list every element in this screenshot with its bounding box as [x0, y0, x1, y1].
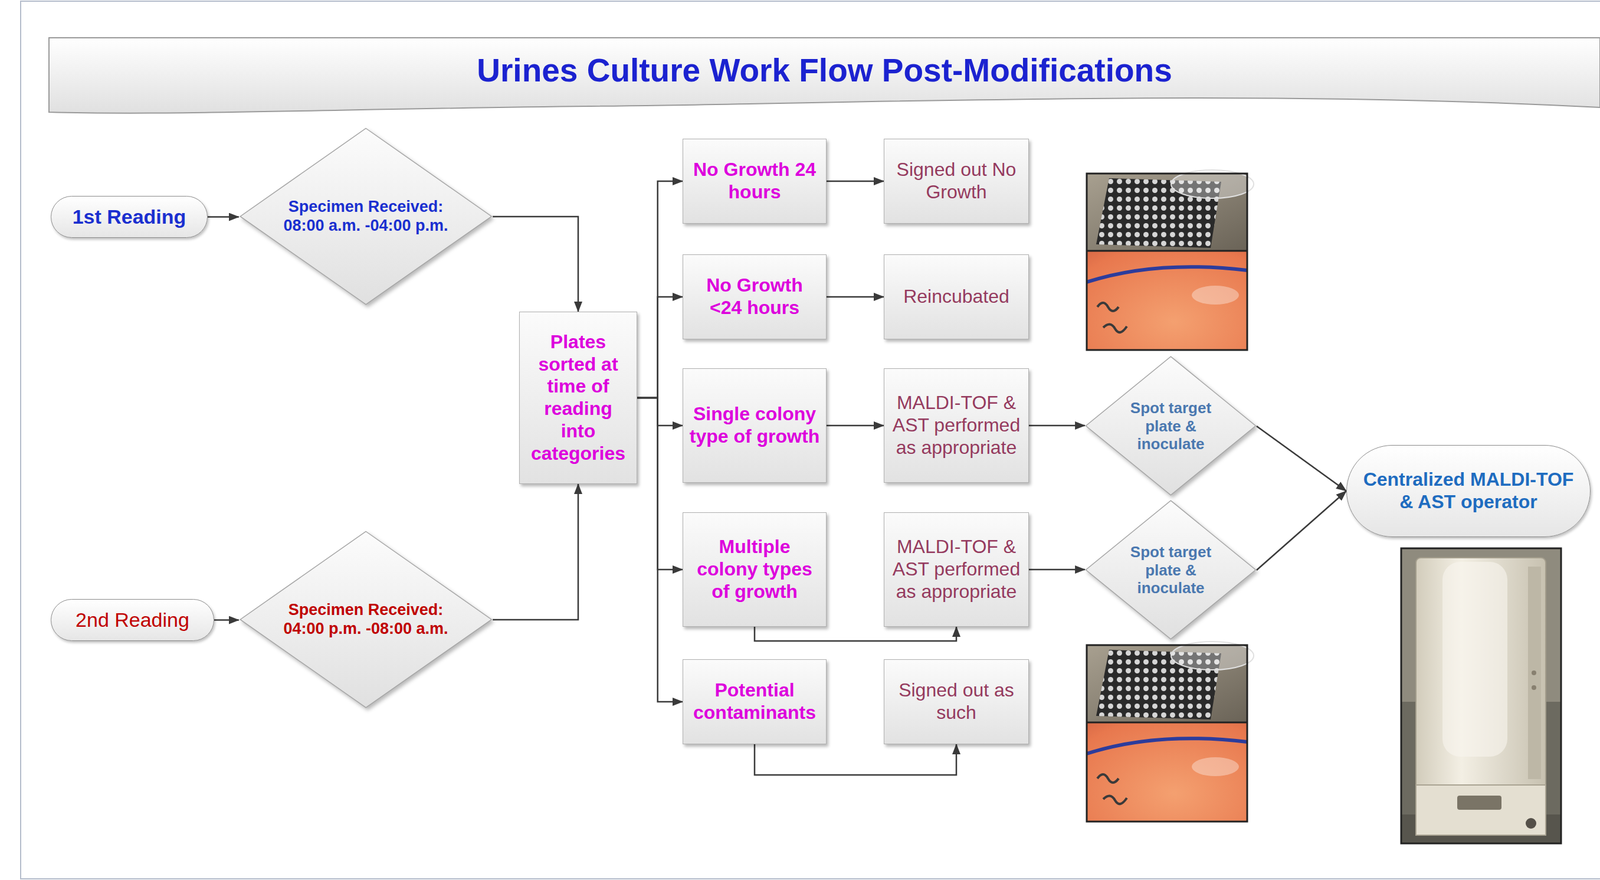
node-text: No Growth <24 hours [688, 274, 821, 320]
category-box: Potential contaminants [682, 658, 827, 744]
node-text: Spot target plate & inoculate [1123, 542, 1218, 598]
flow-arrow [637, 181, 683, 398]
start-pill: 1st Reading [50, 195, 208, 238]
page-frame [20, 1, 1600, 879]
category-box: Single colony type of growth [682, 368, 827, 483]
node-text: Signed out as such [889, 679, 1024, 724]
node-text: Specimen Received: 08:00 a.m. -04:00 p.m… [277, 197, 455, 236]
flow-arrow [637, 296, 683, 398]
action-box: Signed out No Growth [883, 138, 1029, 224]
flow-arrow [492, 483, 579, 620]
node-text: Specimen Received: 04:00 p.m. -08:00 a.m… [277, 600, 455, 639]
node-text: Signed out No Growth [889, 158, 1024, 204]
flow-arrow [754, 743, 957, 775]
flow-arrow [826, 296, 884, 298]
decision-diamond: Spot target plate & inoculate [1084, 499, 1257, 640]
category-box: No Growth <24 hours [682, 254, 827, 340]
diagram-title: Urines Culture Work Flow Post-Modificati… [48, 37, 1600, 103]
action-box: Signed out as such [883, 658, 1029, 744]
process-box: Plates sorted at time of reading into ca… [519, 311, 638, 484]
decision-diamond: Specimen Received: 08:00 a.m. -04:00 p.m… [238, 127, 493, 306]
node-text: Multiple colony types of growth [688, 535, 821, 603]
node-text: 1st Reading [63, 204, 195, 229]
flow-arrow [637, 397, 683, 570]
flow-arrow [637, 397, 683, 426]
node-text: 2nd Reading [63, 607, 202, 632]
node-text: Potential contaminants [688, 679, 821, 724]
flow-arrow [1256, 425, 1347, 491]
flow-arrow [754, 626, 957, 641]
flow-arrow [826, 424, 884, 427]
decision-diamond: Specimen Received: 04:00 p.m. -08:00 a.m… [238, 530, 493, 708]
category-box: Multiple colony types of growth [682, 512, 827, 627]
flow-arrow [214, 618, 239, 621]
node-text: No Growth 24 hours [688, 158, 821, 204]
title-banner [48, 37, 1600, 114]
plate-photo [1038, 641, 1310, 880]
flow-arrow [492, 216, 579, 312]
node-text: Reincubated [889, 285, 1024, 308]
flow-arrow [637, 397, 683, 702]
node-text: MALDI-TOF & AST performed as appropriate [889, 391, 1024, 459]
action-box: MALDI-TOF & AST performed as appropriate [883, 368, 1029, 483]
node-text: Centralized MALDI-TOF & AST operator [1359, 468, 1578, 514]
flow-arrow [207, 215, 239, 218]
terminal-pill: Centralized MALDI-TOF & AST operator [1346, 444, 1591, 537]
decision-diamond: Spot target plate & inoculate [1084, 355, 1257, 496]
node-text: Plates sorted at time of reading into ca… [525, 330, 632, 465]
category-box: No Growth 24 hours [682, 138, 827, 224]
flow-arrow [826, 180, 884, 183]
start-pill: 2nd Reading [50, 598, 215, 641]
flow-arrow [1028, 424, 1085, 427]
node-text: Single colony type of growth [688, 402, 821, 448]
node-text: Spot target plate & inoculate [1123, 398, 1218, 454]
maldi-instrument-photo [1401, 548, 1562, 844]
node-text: MALDI-TOF & AST performed as appropriate [889, 535, 1024, 603]
flow-arrow [1028, 568, 1085, 571]
flow-arrow [1256, 490, 1347, 570]
action-box: MALDI-TOF & AST performed as appropriate [883, 512, 1029, 627]
action-box: Reincubated [883, 254, 1029, 340]
